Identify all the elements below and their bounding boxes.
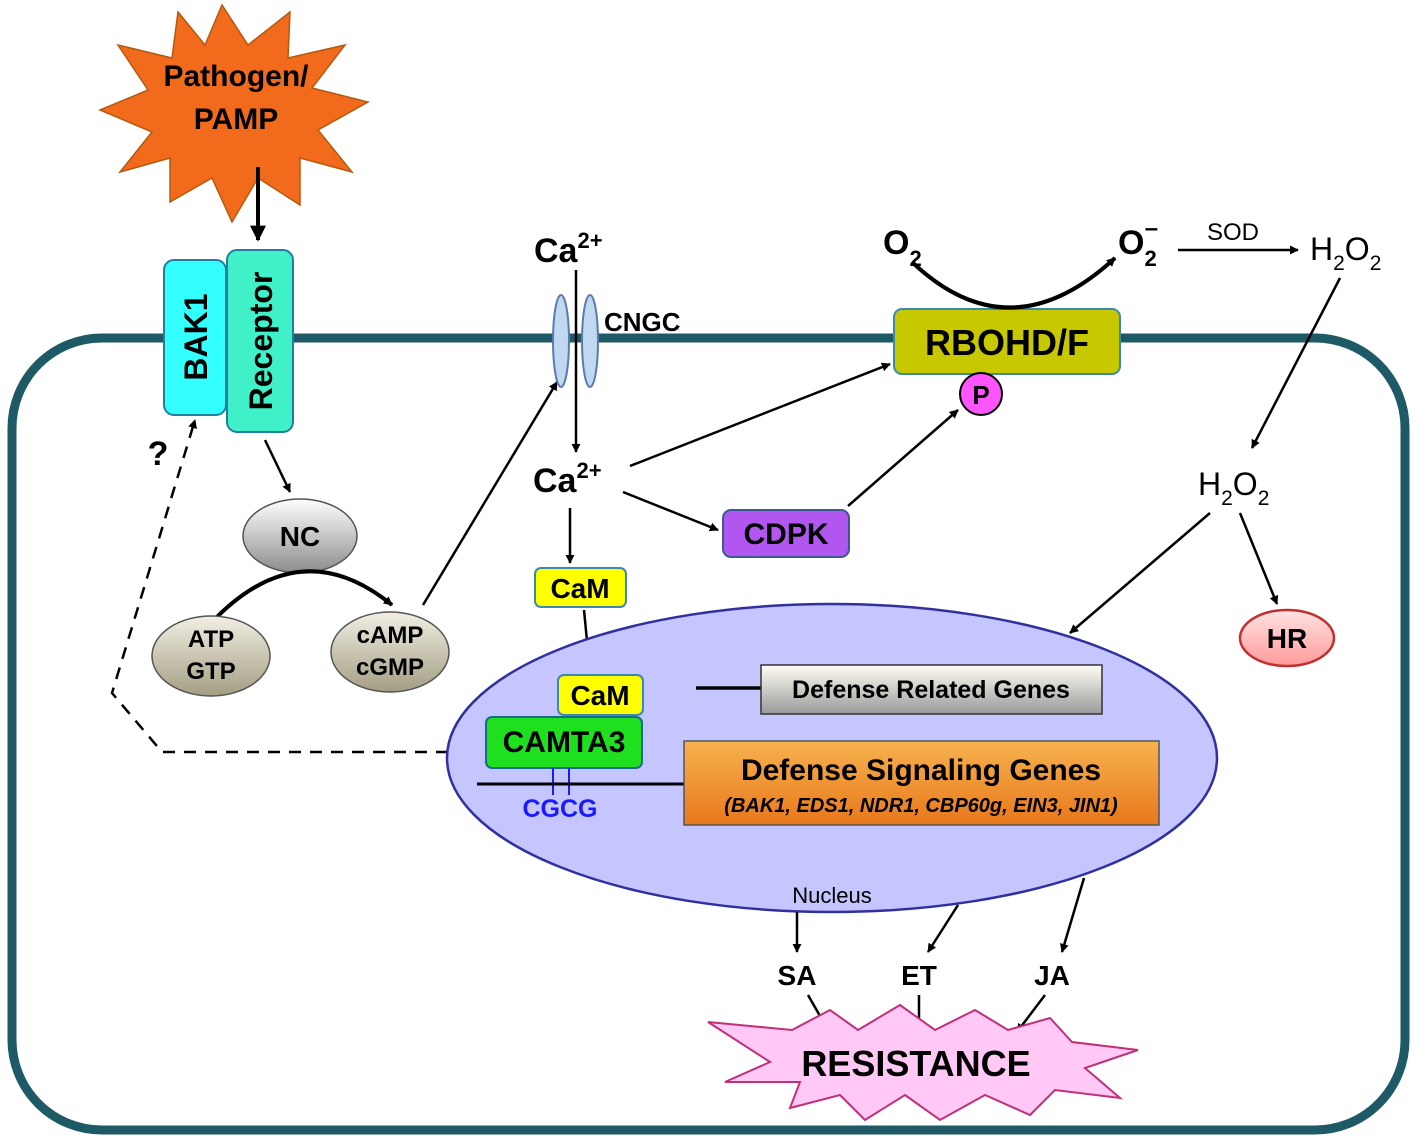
calcium-outside-label: Ca2+ [534, 228, 603, 270]
defense-signaling-genes-box [683, 740, 1160, 826]
cngc-label: CNGC [604, 307, 681, 337]
ja-label: JA [1034, 960, 1070, 991]
defense-related-genes-box [760, 664, 1103, 715]
phospho-label: P [972, 380, 989, 410]
resistance-burst-shape [707, 1003, 1139, 1122]
defense-signaling-genes-list: (BAK1, EDS1, NDR1, CBP60g, EIN3, JIN1) [724, 795, 1118, 817]
atp-to-camp-arrow [210, 569, 394, 624]
nucleus-to-ja-arrow [1059, 877, 1086, 953]
h2o2-to-hr-arrow [1238, 512, 1279, 605]
gtp-label: GTP [186, 658, 235, 685]
cell-membrane [7, 333, 1410, 1135]
pathogen-label-line1: Pathogen/ [163, 60, 309, 93]
h2o2-to-nucleus-arrow [1069, 512, 1211, 634]
cdpk-to-p-arrow [847, 409, 959, 507]
cngc-channel-left [552, 294, 570, 388]
cgmp-label: cGMP [356, 654, 424, 681]
sa-label: SA [778, 960, 817, 991]
camta3-label: CAMTA3 [503, 726, 626, 759]
camp-to-cngc-arrow [421, 381, 559, 606]
camp-cgmp-ellipse [330, 611, 450, 693]
rbohd-label: RBOHD/F [925, 322, 1089, 363]
pathogen-label-line2: PAMP [194, 103, 278, 136]
atp-gtp-ellipse [151, 615, 271, 697]
defense-signaling-genes-label: Defense Signaling Genes [741, 754, 1101, 787]
bak1-label: BAK1 [178, 293, 214, 380]
cdpk-label: CDPK [743, 518, 828, 551]
defense-related-genes-label: Defense Related Genes [792, 676, 1070, 704]
nuclear-cam-label: CaM [570, 680, 629, 711]
hr-ellipse [1238, 608, 1336, 668]
resistance-label: RESISTANCE [801, 1043, 1030, 1084]
cam-box [534, 567, 627, 608]
h2o2-influx-arrow [1250, 277, 1342, 449]
calcium-to-cdpk-arrow [622, 490, 719, 532]
cngc-channel-right [581, 294, 599, 388]
calcium-inside-label: Ca2+ [533, 458, 602, 500]
cgcg-label: CGCG [523, 795, 598, 823]
atp-label: ATP [188, 626, 234, 653]
cam-label: CaM [550, 573, 609, 604]
hr-label: HR [1267, 623, 1307, 654]
calcium-to-rbohd-arrow [629, 362, 891, 468]
h2o2-inside-label: H2O2 [1198, 466, 1269, 510]
nucleus-to-et-arrow [926, 904, 960, 953]
unknown-mark: ? [148, 435, 169, 473]
camta3-box [485, 716, 643, 769]
camp-label: cAMP [357, 622, 424, 649]
receptor-to-nc-arrow [263, 439, 292, 493]
superoxide-label: O2– [1118, 215, 1158, 271]
phospho-circle [959, 372, 1003, 416]
pathogen-burst-shape [98, 3, 371, 224]
oxygen-to-superoxide-arrow [910, 256, 1117, 310]
et-label: ET [901, 960, 937, 991]
oxygen-label: O2 [883, 224, 922, 271]
sod-label: SOD [1207, 219, 1259, 246]
nucleus-label: Nucleus [792, 883, 871, 908]
receptor-box [226, 249, 294, 433]
camta3-to-bak1-dashed-arrow [110, 419, 448, 754]
cdpk-box [722, 509, 850, 558]
nc-label: NC [280, 521, 320, 552]
h2o2-outside-label: H2O2 [1310, 231, 1381, 275]
receptor-label: Receptor [243, 272, 279, 411]
nuclear-cam-box [557, 674, 644, 716]
